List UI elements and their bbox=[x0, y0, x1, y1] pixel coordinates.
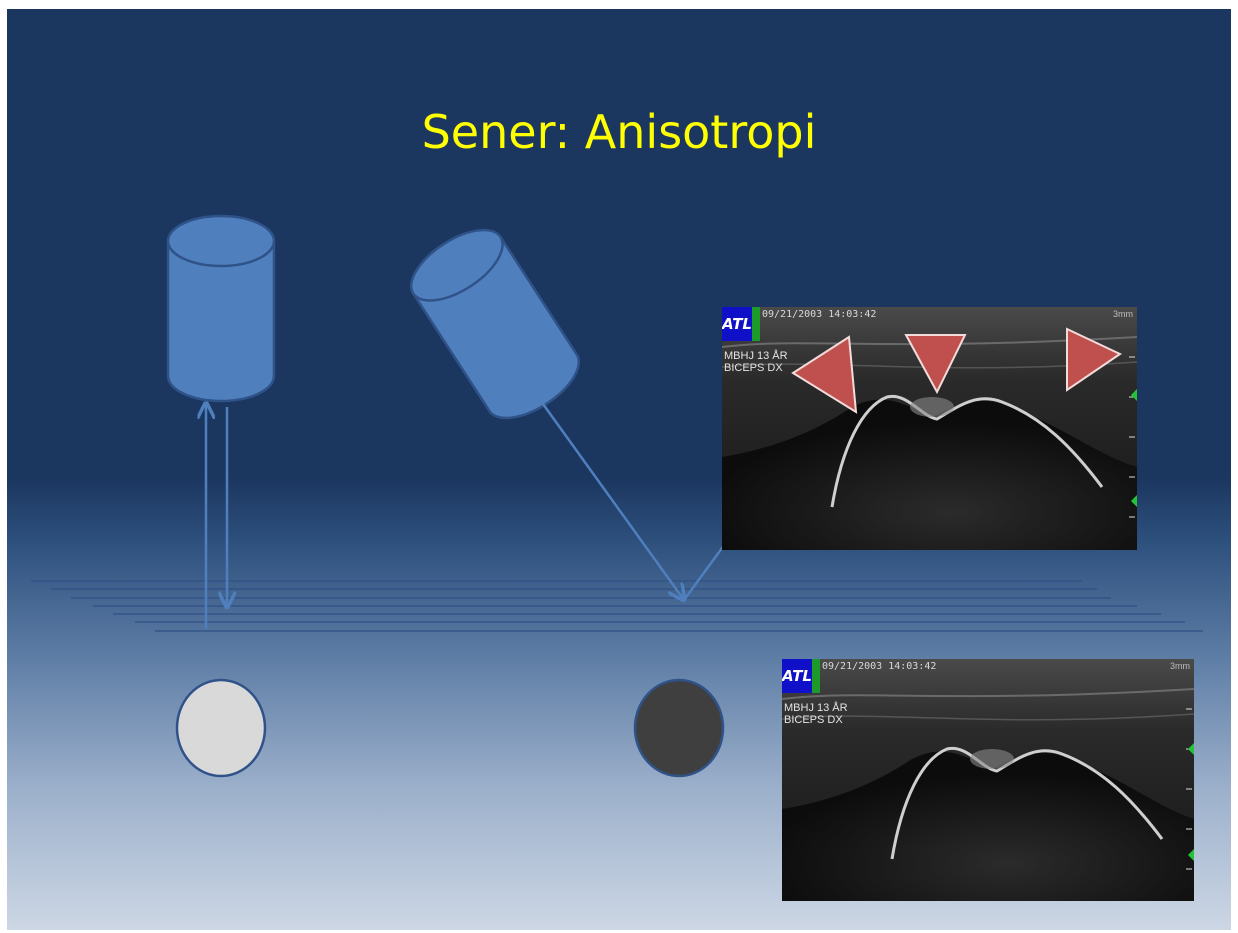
scale-overlay bbox=[782, 659, 1194, 901]
probe-perpendicular bbox=[168, 216, 274, 401]
depth-scale bbox=[1129, 357, 1135, 517]
ultrasound-image-top: ATL 09/21/2003 14:03:42 MBHJ 13 ÅR BICEP… bbox=[722, 307, 1137, 550]
focus-marker-icon bbox=[1188, 743, 1194, 755]
slide: Sener: Anisotropi bbox=[7, 9, 1231, 930]
ultrasound-image-bottom: ATL 09/21/2003 14:03:42 MBHJ 13 ÅR BICEP… bbox=[782, 659, 1194, 901]
depth-scale bbox=[1186, 709, 1192, 869]
focus-marker-icon bbox=[1131, 389, 1137, 401]
arrowhead-center bbox=[906, 335, 965, 392]
echo-bright-circle bbox=[177, 680, 265, 776]
probe-angled bbox=[400, 216, 591, 432]
beam-perpendicular bbox=[206, 403, 227, 629]
arrowhead-overlay bbox=[722, 307, 1137, 550]
arrowhead-left bbox=[793, 337, 856, 412]
focus-marker-icon bbox=[1131, 495, 1137, 507]
arrowhead-right bbox=[1067, 329, 1120, 390]
beam-angled bbox=[538, 397, 725, 600]
echo-dark-circle bbox=[635, 680, 723, 776]
focus-marker-icon bbox=[1188, 849, 1194, 861]
